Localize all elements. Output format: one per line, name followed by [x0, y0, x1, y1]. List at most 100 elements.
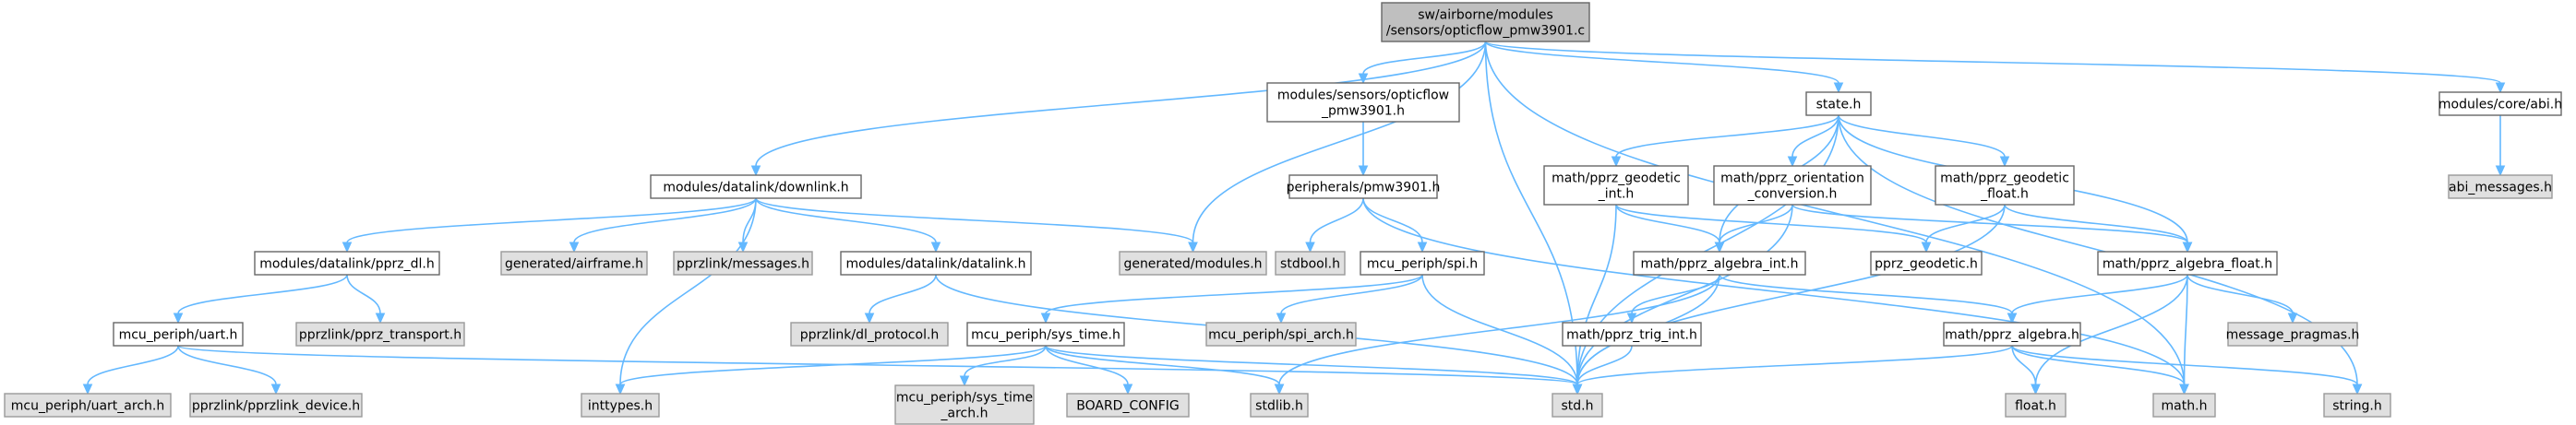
node-gen_mod: generated/modules.h — [1119, 251, 1267, 276]
node-sys_time[interactable]: mcu_periph/sys_time.h — [966, 322, 1125, 347]
node-label: sw/airborne/modules — [1418, 8, 1553, 23]
node-alg[interactable]: math/pprz_algebra.h — [1943, 322, 2081, 347]
node-stdlib: stdlib.h — [1250, 393, 1309, 418]
node-spi[interactable]: mcu_periph/spi.h — [1360, 251, 1485, 276]
node-uart[interactable]: mcu_periph/uart.h — [113, 322, 244, 347]
node-box — [673, 251, 813, 276]
edge-line — [1280, 274, 1423, 314]
edge-root-to-pmw_mod — [1358, 41, 1487, 85]
edge-arrowhead — [569, 242, 580, 254]
node-label: math/pprz_geodetic — [1552, 171, 1681, 186]
node-geo_int[interactable]: math/pprz_geodetic_int.h — [1543, 165, 1689, 206]
node-box — [1543, 165, 1689, 206]
edge-pmw_mod-to-periph_pmw — [1358, 121, 1369, 177]
node-label: _float.h — [1980, 187, 2029, 202]
node-state[interactable]: state.h — [1805, 91, 1872, 116]
edge-arrowhead — [750, 165, 761, 177]
edge-arrowhead — [1787, 156, 1798, 168]
edge-downlink-to-pprz_dl — [341, 197, 757, 254]
node-box — [295, 322, 465, 347]
edge-arrowhead — [1714, 242, 1725, 254]
node-box — [1552, 393, 1603, 418]
edge-geo_float-to-pprz_geo — [1921, 204, 2006, 254]
edge-line — [619, 197, 757, 385]
node-pmw_mod[interactable]: modules/sensors/opticflow_pmw3901.h — [1266, 82, 1460, 123]
node-pprz_geo[interactable]: pprz_geodetic.h — [1870, 251, 1983, 276]
node-label: modules/sensors/opticflow — [1277, 89, 1449, 103]
node-label: modules/datalink/datalink.h — [845, 257, 1025, 272]
edge-line — [755, 197, 937, 243]
edge-arrowhead — [2031, 384, 2041, 395]
edge-line — [1576, 345, 1633, 385]
edge-sys_time-to-inttypes — [615, 345, 1047, 395]
edge-line — [755, 197, 1194, 243]
node-periph_pmw[interactable]: peripherals/pmw3901.h — [1287, 174, 1441, 199]
node-box — [1250, 393, 1309, 418]
node-abi[interactable]: modules/core/abi.h — [2438, 91, 2562, 116]
edge-sys_time-to-board_config — [1045, 345, 1133, 395]
edge-alg_float-to-alg — [2007, 274, 2188, 325]
node-label: pprzlink/pprzlink_device.h — [192, 399, 360, 414]
node-label: mcu_periph/uart.h — [119, 328, 238, 343]
node-label: stdbool.h — [1280, 257, 1340, 272]
node-geo_float[interactable]: math/pprz_geodetic_float.h — [1935, 165, 2075, 206]
node-label: std.h — [1562, 399, 1594, 414]
node-board_config: BOARD_CONFIG — [1066, 393, 1190, 418]
edge-line — [2034, 274, 2188, 385]
edge-arrowhead — [1417, 242, 1428, 254]
edge-line — [1838, 114, 2006, 158]
node-sys_time_arch: mcu_periph/sys_time_arch.h — [894, 384, 1035, 425]
node-box — [1633, 251, 1806, 276]
edge-arrowhead — [1305, 242, 1315, 254]
edge-line — [1576, 204, 1793, 385]
edge-line — [1045, 345, 1578, 385]
node-label: mcu_periph/uart_arch.h — [11, 399, 164, 414]
node-label: _conversion.h — [1747, 187, 1838, 202]
node-string: string.h — [2323, 393, 2391, 418]
node-downlink[interactable]: modules/datalink/downlink.h — [650, 174, 862, 199]
edge-line — [1192, 41, 1487, 243]
node-box — [2005, 393, 2067, 418]
node-box — [1275, 251, 1346, 276]
edge-uart-to-pprzlink_dev — [177, 345, 282, 395]
node-box — [1713, 165, 1872, 206]
node-label: float.h — [2015, 399, 2056, 414]
node-datalink[interactable]: modules/datalink/datalink.h — [840, 251, 1032, 276]
node-label: generated/airframe.h — [505, 257, 643, 272]
node-trig_int[interactable]: math/pprz_trig_int.h — [1562, 322, 1702, 347]
edge-arrowhead — [1358, 73, 1369, 85]
edge-line — [755, 41, 1487, 167]
edge-datalink-to-dl_protocol — [864, 274, 937, 325]
edge-line — [177, 345, 277, 385]
node-orient[interactable]: math/pprz_orientation_conversion.h — [1713, 165, 1872, 206]
node-pprz_dl[interactable]: modules/datalink/pprz_dl.h — [254, 251, 440, 276]
edge-line — [1615, 114, 1839, 158]
node-label: /sensors/opticflow_pmw3901.c — [1386, 24, 1585, 39]
edge-arrowhead — [1274, 384, 1285, 395]
node-alg_int[interactable]: math/pprz_algebra_int.h — [1633, 251, 1806, 276]
node-box — [1266, 82, 1460, 123]
node-label: modules/datalink/pprz_dl.h — [259, 257, 434, 272]
edge-line — [1045, 345, 1129, 385]
edge-spi-to-sys_time — [1040, 274, 1423, 325]
edge-pprz_dl-to-pprz_transport — [346, 274, 386, 325]
node-stdbool: stdbool.h — [1275, 251, 1346, 276]
node-label: pprzlink/pprz_transport.h — [299, 328, 461, 343]
edge-arrowhead — [2495, 82, 2506, 94]
node-label: _arch.h — [941, 407, 988, 421]
node-label: _pmw3901.h — [1321, 104, 1405, 119]
node-root[interactable]: sw/airborne/modules/sensors/opticflow_pm… — [1381, 2, 1590, 42]
node-box — [1381, 2, 1590, 42]
node-label: pprzlink/dl_protocol.h — [800, 328, 940, 343]
node-label: peripherals/pmw3901.h — [1287, 181, 1441, 195]
edge-downlink-to-inttypes — [615, 197, 757, 395]
edge-line — [1309, 197, 1364, 243]
node-label: abi_messages.h — [2449, 181, 2552, 195]
edge-line — [2011, 274, 2188, 314]
edge-line — [177, 274, 348, 314]
edge-state-to-orient — [1787, 114, 1839, 168]
edge-line — [1362, 41, 1487, 75]
edge-arrowhead — [2495, 165, 2506, 177]
node-alg_float[interactable]: math/pprz_algebra_float.h — [2097, 251, 2278, 276]
